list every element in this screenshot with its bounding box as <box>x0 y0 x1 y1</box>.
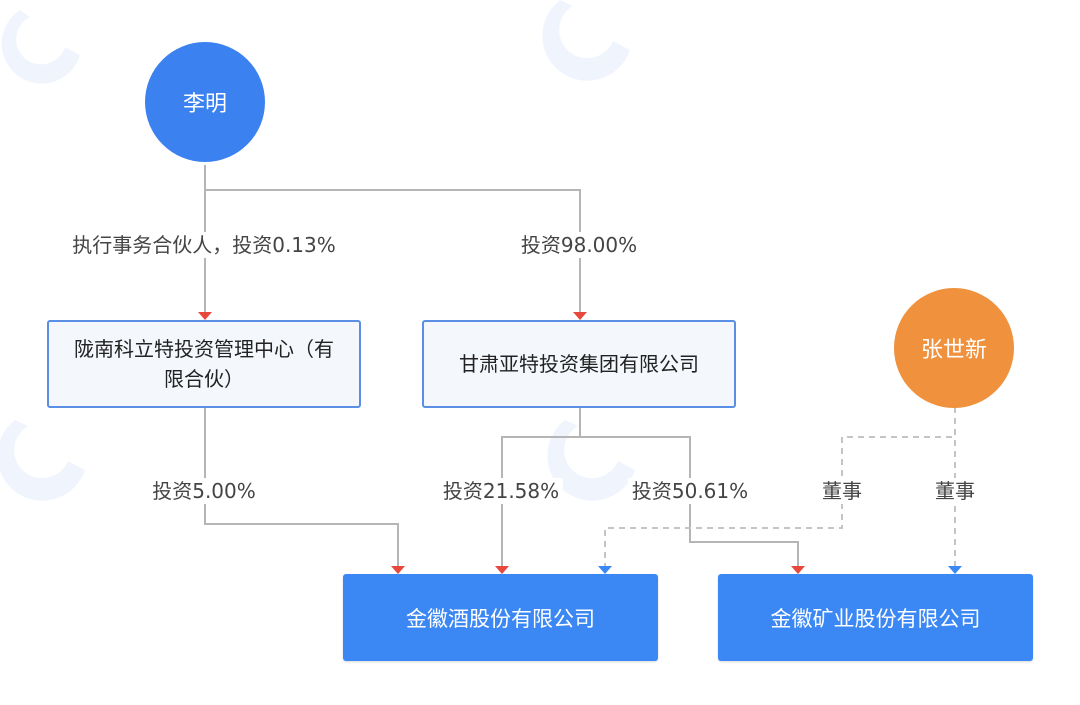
edge-label-yate-to-kuangye: 投资50.61% <box>627 478 753 504</box>
director-arrow-icon <box>598 566 612 574</box>
company-node-gansu-yate[interactable]: 甘肃亚特投资集团有限公司 <box>422 320 736 408</box>
invest-arrow-icon <box>573 312 587 320</box>
invest-arrow-icon <box>198 312 212 320</box>
edge-label-zhang-to-kuangye: 董事 <box>931 478 979 504</box>
person-node-zhang-shixin[interactable]: 张世新 <box>894 288 1014 408</box>
company-name: 陇南科立特投资管理中心（有限合伙） <box>74 337 334 391</box>
invest-arrow-icon <box>495 566 509 574</box>
edge-label-zhang-to-jiu: 董事 <box>818 478 866 504</box>
person-name: 李明 <box>182 92 227 117</box>
edge-longnan-to-jiu-line <box>204 408 399 566</box>
invest-arrow-icon <box>791 566 805 574</box>
company-node-longnan[interactable]: 陇南科立特投资管理中心（有限合伙） <box>47 320 361 408</box>
person-node-li-ming[interactable]: 李明 <box>145 42 265 162</box>
company-name: 金徽酒股份有限公司 <box>406 606 595 631</box>
company-name: 金徽矿业股份有限公司 <box>770 606 981 631</box>
director-arrow-icon <box>948 566 962 574</box>
company-name: 甘肃亚特投资集团有限公司 <box>459 352 699 376</box>
company-node-jinhui-kuangye[interactable]: 金徽矿业股份有限公司 <box>718 574 1033 661</box>
person-name: 张世新 <box>920 338 987 363</box>
company-node-jinhui-jiu[interactable]: 金徽酒股份有限公司 <box>343 574 658 661</box>
invest-arrow-icon <box>391 566 405 574</box>
edge-li-to-yate-line <box>205 189 581 318</box>
edge-label-longnan-to-jiu: 投资5.00% <box>148 478 260 504</box>
edge-label-li-to-yate: 投资98.00% <box>516 232 642 258</box>
edge-label-yate-to-jiu: 投资21.58% <box>438 478 564 504</box>
edge-label-li-to-longnan: 执行事务合伙人，投资0.13% <box>68 232 340 258</box>
edge-yate-to-kuangye-line <box>580 436 799 566</box>
